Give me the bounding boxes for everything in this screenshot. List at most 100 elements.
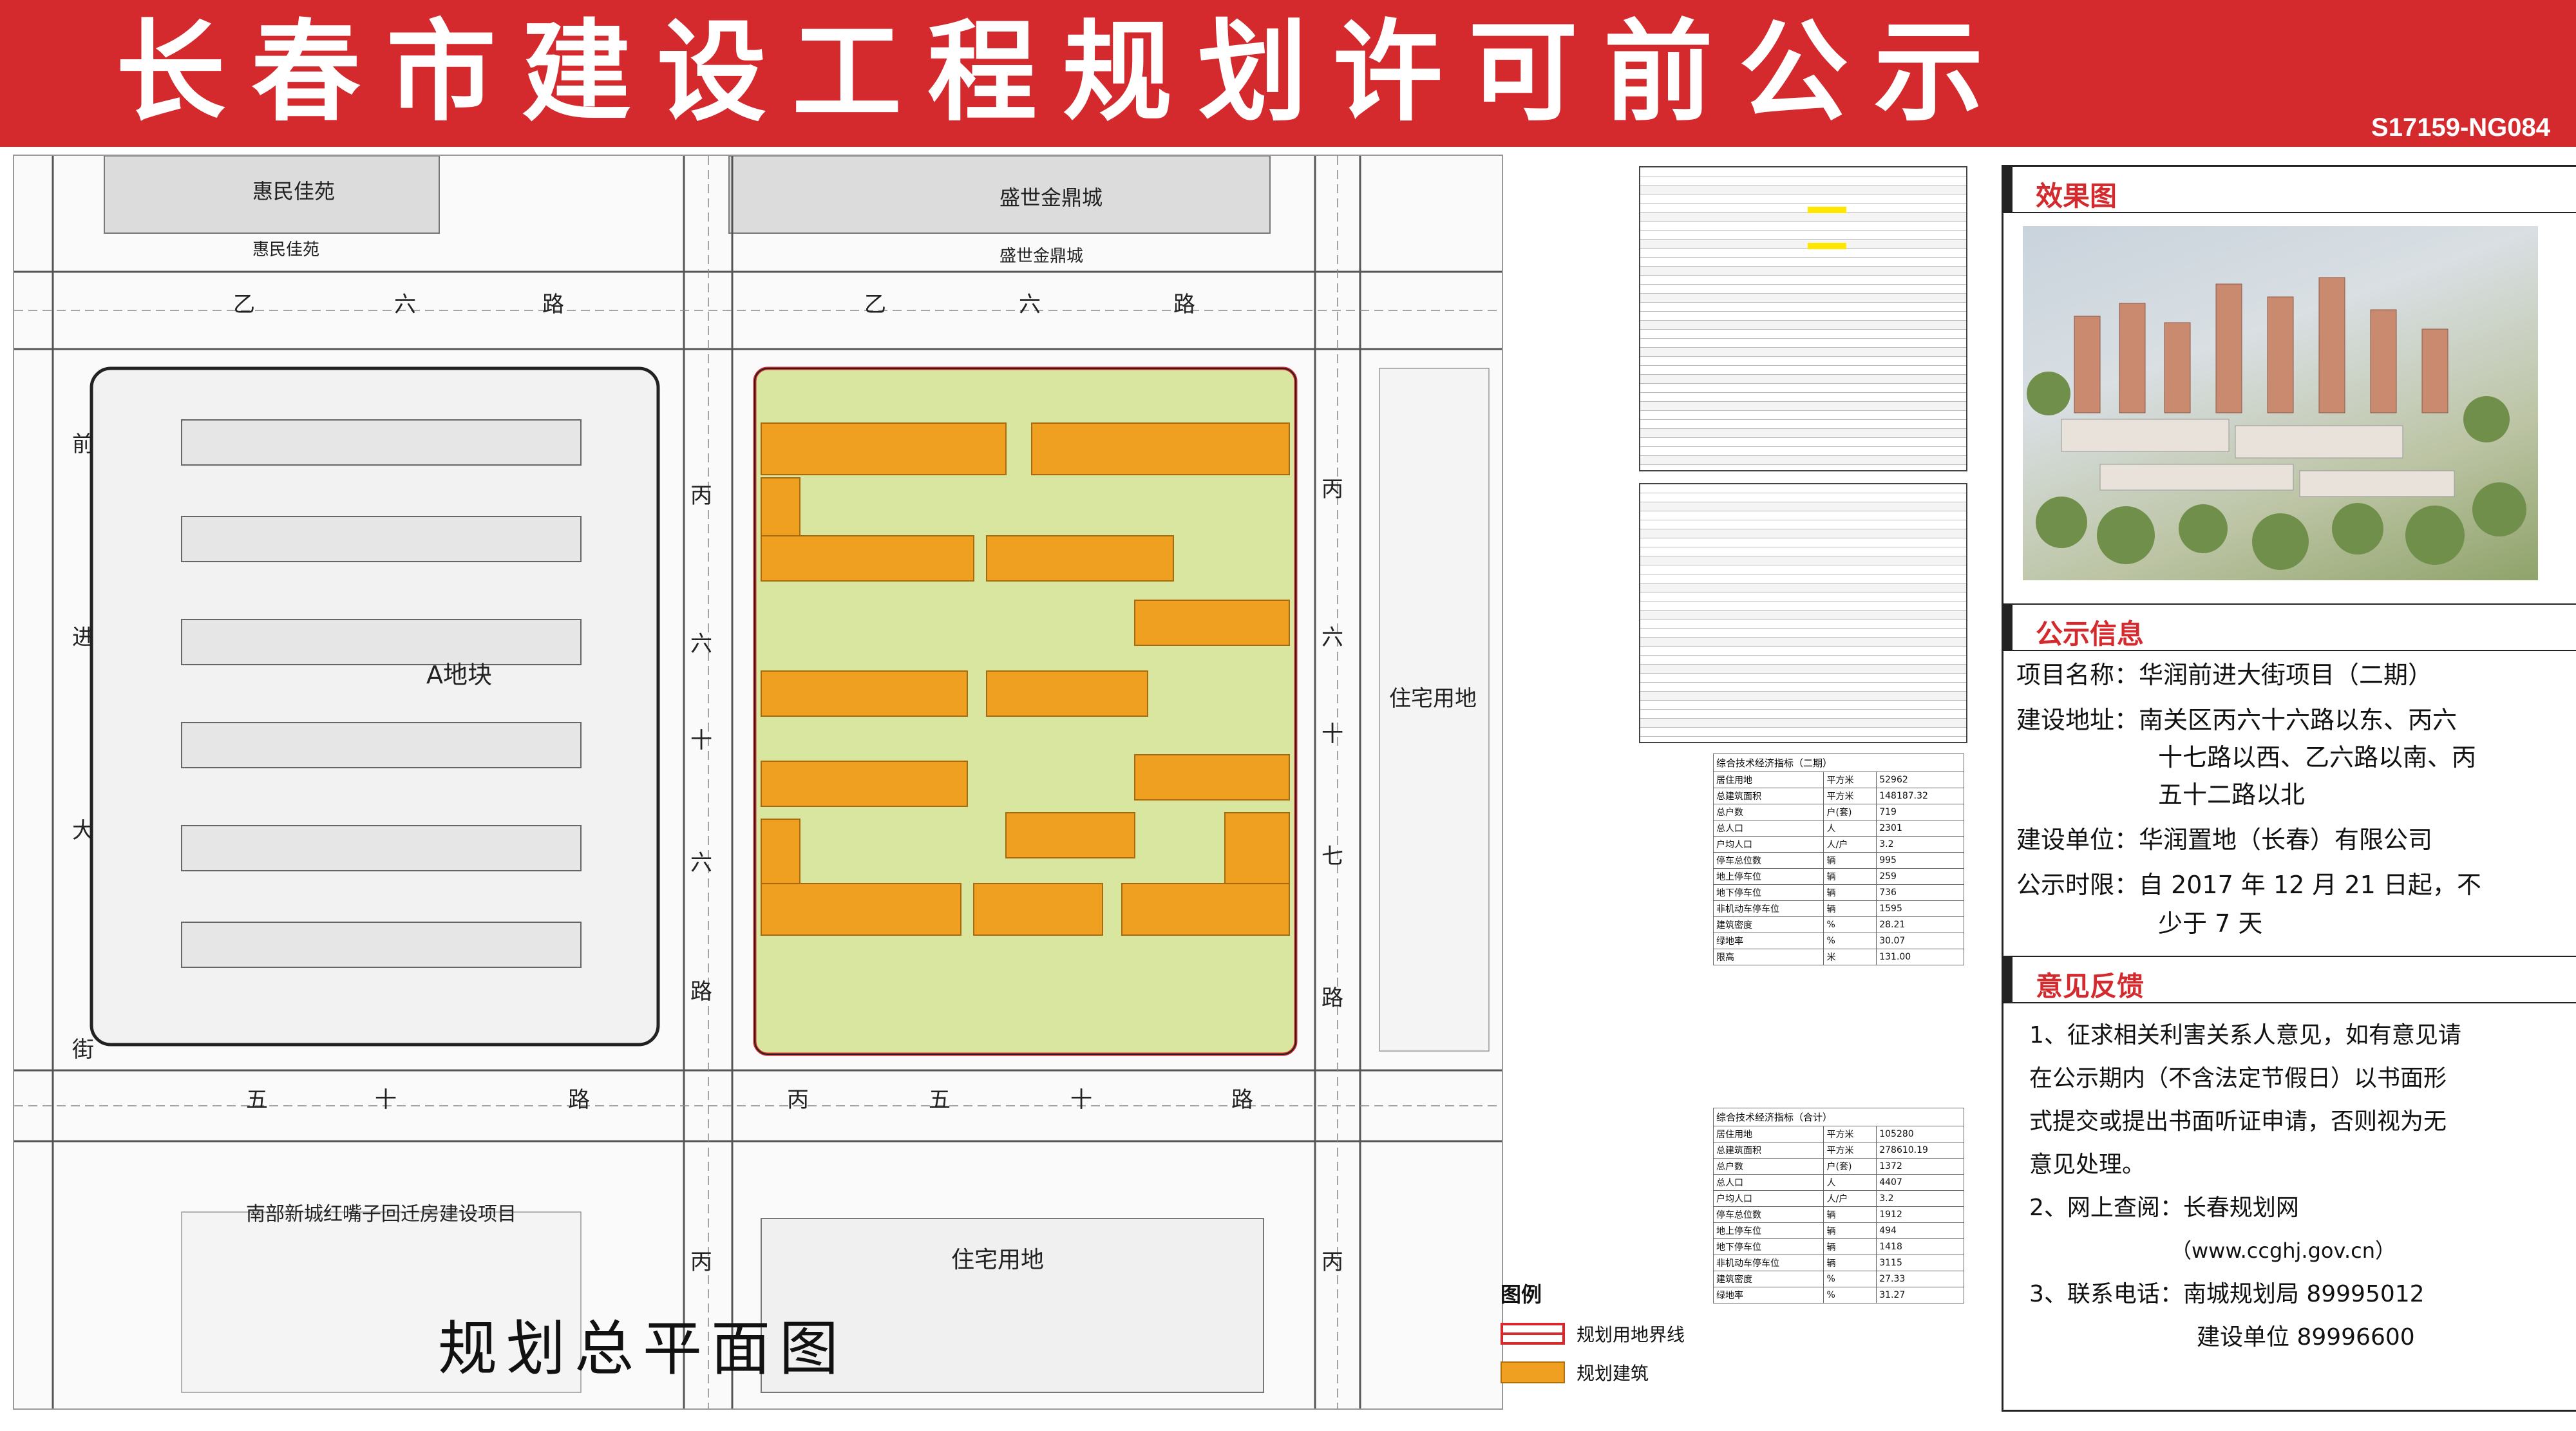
- feedback-line-3: 式提交或提出书面听证申请，否则视为无: [2029, 1108, 2447, 1135]
- cell: %: [1823, 933, 1877, 949]
- cell: 总户数: [1712, 1158, 1824, 1175]
- legend: 图例 规划用地界线 规划建筑: [1501, 1278, 1745, 1401]
- road-north2-1: 乙: [864, 292, 886, 317]
- cell: 1372: [1876, 1158, 1964, 1175]
- cell: 494: [1876, 1222, 1964, 1239]
- cell: 辆: [1823, 884, 1877, 901]
- banner-title: 长春市建设工程规划许可前公示: [116, 9, 2010, 137]
- legend-label-building: 规划建筑: [1577, 1363, 1649, 1384]
- road-south2-1: 丙: [787, 1087, 809, 1113]
- cell: 1595: [1876, 900, 1964, 917]
- road-west-3: 大: [72, 818, 94, 844]
- site-plan: 惠民佳苑 惠民佳苑 盛世金鼎城 盛世金鼎城 乙 六 路 乙 六 路 前 进 大 …: [13, 155, 1503, 1410]
- road-bottom-right: 丙: [1321, 1249, 1343, 1275]
- feedback-line-7: 3、联系电话：南城规划局 89995012: [2029, 1281, 2425, 1307]
- road-east-3: 十: [1321, 721, 1343, 747]
- road-west-4: 街: [72, 1037, 94, 1063]
- road-mid-3: 十: [690, 728, 712, 753]
- cell: 105280: [1876, 1126, 1964, 1142]
- notice-header: 公示信息: [2003, 603, 2576, 651]
- cell: 户(套): [1823, 804, 1877, 820]
- feedback-line-4: 意见处理。: [2029, 1151, 2146, 1178]
- technical-tables: [1639, 166, 1967, 755]
- road-east-2: 六: [1321, 625, 1343, 650]
- cell: 995: [1876, 852, 1964, 869]
- road-south2-4: 路: [1231, 1087, 1253, 1113]
- cell: 辆: [1823, 1206, 1877, 1223]
- period-line-2: 少于 7 天: [2158, 909, 2263, 938]
- cell: 总户数: [1712, 804, 1824, 820]
- cell: 非机动车停车位: [1712, 900, 1824, 917]
- cell: %: [1823, 1287, 1877, 1303]
- road-south-2: 十: [375, 1087, 397, 1113]
- cell: 148187.32: [1876, 788, 1964, 804]
- project-code: S17159-NG084: [2371, 113, 2550, 142]
- label-residential-south: 住宅用地: [951, 1247, 1045, 1273]
- cell: 居住用地: [1712, 772, 1824, 788]
- legend-item-boundary: 规划用地界线: [1501, 1321, 1745, 1347]
- notice-title: 公示信息: [2036, 618, 2145, 650]
- road-east-5: 路: [1321, 985, 1343, 1011]
- cell: %: [1823, 916, 1877, 933]
- cell: 人: [1823, 1174, 1877, 1191]
- rendering-header: 效果图: [2003, 167, 2576, 213]
- rendering-title: 效果图: [2036, 180, 2117, 212]
- road-north-2: 六: [394, 292, 416, 317]
- cell: 人/户: [1823, 1190, 1877, 1207]
- cell: 27.33: [1876, 1271, 1964, 1287]
- road-mid-2: 六: [690, 631, 712, 657]
- road-east-1: 丙: [1321, 477, 1343, 502]
- cell: 非机动车停车位: [1712, 1255, 1824, 1271]
- label-huimin-block: 惠民佳苑: [252, 179, 336, 204]
- cell: 辆: [1823, 1238, 1877, 1255]
- road-south-1: 五: [246, 1087, 268, 1113]
- cell: 辆: [1823, 852, 1877, 869]
- road-bottom-left: 丙: [690, 1249, 712, 1275]
- notice-panel: 效果图 公示信息 项目名称：华润前进大街项目（二期） 建设地址：南关区丙六十: [2002, 165, 2576, 1412]
- cell: 地上停车位: [1712, 1222, 1824, 1239]
- cell: 建筑密度: [1712, 916, 1824, 933]
- header-banner: 长春市建设工程规划许可前公示 S17159-NG084: [0, 0, 2576, 147]
- cell: 3.2: [1876, 836, 1964, 853]
- cell: 绿地率: [1712, 1287, 1824, 1303]
- project-name: 项目名称：华润前进大街项目（二期）: [2016, 661, 2433, 689]
- cell: 131.00: [1876, 949, 1964, 965]
- road-north-1: 乙: [233, 292, 255, 317]
- period-line-1: 公示时限：自 2017 年 12 月 21 日起，不: [2016, 871, 2481, 899]
- cell: 2301: [1876, 820, 1964, 837]
- road-north2-2: 六: [1019, 292, 1041, 317]
- cell: 户(套): [1823, 1158, 1877, 1175]
- rendering-image: [2023, 226, 2538, 580]
- label-shengshi-block: 盛世金鼎城: [999, 185, 1103, 210]
- road-east-4: 七: [1321, 844, 1343, 869]
- cell: 停车总位数: [1712, 1206, 1824, 1223]
- road-south2-2: 五: [929, 1087, 951, 1113]
- cell: 辆: [1823, 1222, 1877, 1239]
- road-south-3: 路: [568, 1087, 590, 1113]
- road-south2-3: 十: [1070, 1087, 1092, 1113]
- label-residential-east: 住宅用地: [1389, 686, 1477, 712]
- cell: 平方米: [1823, 772, 1877, 788]
- table-total-caption: 综合技术经济指标（合计）: [1713, 1108, 1964, 1126]
- feedback-line-6: （www.ccghj.gov.cn）: [2171, 1238, 2396, 1263]
- address-line-2: 十七路以西、乙六路以南、丙: [2158, 743, 2477, 772]
- cell: 人/户: [1823, 836, 1877, 853]
- feedback-title: 意见反馈: [2036, 971, 2145, 1002]
- building-swatch: [1501, 1361, 1565, 1383]
- cell: 1418: [1876, 1238, 1964, 1255]
- detail-table-mid: [1639, 483, 1967, 743]
- legend-label-boundary: 规划用地界线: [1577, 1324, 1685, 1345]
- feedback-line-8: 建设单位 89996600: [2197, 1324, 2415, 1350]
- cell: 辆: [1823, 900, 1877, 917]
- cell: 总建筑面积: [1712, 788, 1824, 804]
- road-west-2: 进: [72, 625, 94, 650]
- road-north2-3: 路: [1173, 292, 1195, 317]
- cell: 平方米: [1823, 1126, 1877, 1142]
- cell: 限高: [1712, 949, 1824, 965]
- label-shengshi-road: 盛世金鼎城: [999, 247, 1084, 266]
- cell: 总建筑面积: [1712, 1142, 1824, 1159]
- cell: 平方米: [1823, 788, 1877, 804]
- cell: 4407: [1876, 1174, 1964, 1191]
